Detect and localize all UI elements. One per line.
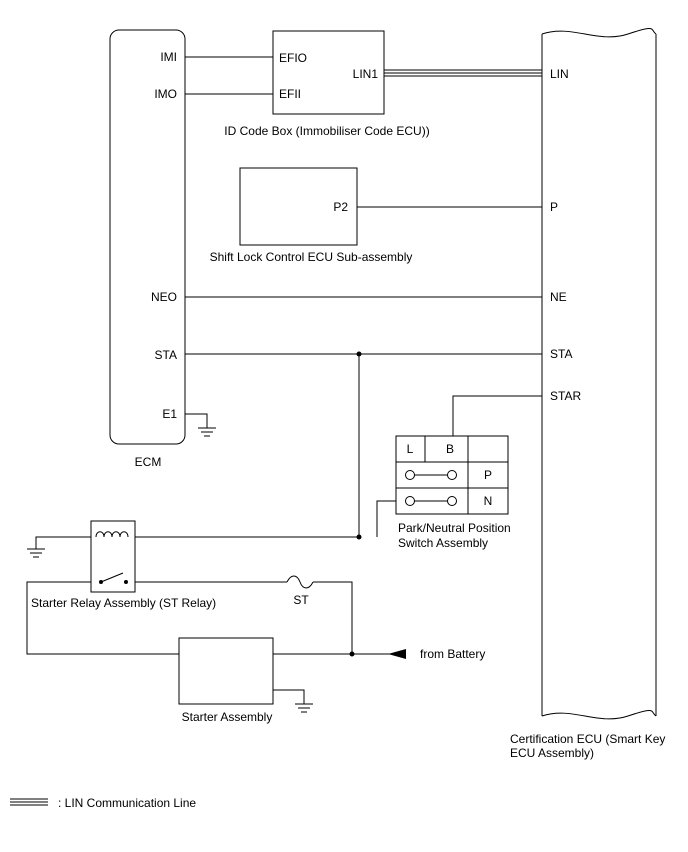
idbox-pin-efii: EFII	[279, 87, 301, 101]
shift-lock-label: Shift Lock Control ECU Sub-assembly	[210, 250, 413, 264]
ecm-pin-e1: E1	[162, 407, 177, 421]
cert-pin-lin: LIN	[550, 67, 569, 81]
starter-relay-box	[90, 520, 136, 593]
ecm-pin-imi: IMI	[160, 50, 177, 64]
pnp-switch-table	[395, 435, 509, 515]
wire-fuse-to-battery	[313, 581, 353, 654]
relay-contact-icon	[99, 572, 128, 584]
pnp-row-n: N	[484, 494, 493, 508]
fuse-st-label: ST	[293, 593, 309, 607]
cert-pin-sta: STA	[550, 347, 572, 361]
starter-relay-label: Starter Relay Assembly (ST Relay)	[31, 596, 216, 610]
idbox-pin-efio: EFIO	[279, 51, 307, 65]
wire-lin	[384, 69, 542, 77]
wire-pnp-to-coil	[376, 500, 396, 537]
starter-box	[178, 637, 274, 705]
cert-pin-p: P	[550, 200, 558, 214]
cert-ecu-body	[541, 28, 657, 720]
battery-arrow-icon	[388, 649, 406, 659]
pnp-contact-p	[405, 470, 457, 480]
wire-starter-ground	[273, 689, 305, 704]
ecm-ground-icon	[185, 413, 216, 437]
pnp-contact-n	[405, 496, 457, 506]
wire-relay-to-starter	[26, 581, 179, 655]
cert-pin-ne: NE	[550, 290, 567, 304]
pnp-header-b: B	[446, 442, 454, 456]
svg-text:ECU Assembly): ECU Assembly)	[510, 746, 594, 760]
wire-star	[452, 395, 542, 436]
starter-label: Starter Assembly	[182, 710, 273, 724]
ecm-label: ECM	[135, 455, 162, 469]
svg-text:Certification ECU (Smart Key: Certification ECU (Smart Key	[510, 732, 665, 746]
wire-coil-ground	[35, 536, 91, 549]
junction-battery	[349, 651, 355, 657]
ecm-pin-sta: STA	[155, 348, 177, 362]
lin-legend-label: : LIN Communication Line	[58, 796, 196, 810]
relay-coil-icon	[95, 531, 129, 538]
relay-ground-icon	[27, 548, 45, 558]
cert-ecu-label: Certification ECU (Smart Key ECU Assembl…	[510, 732, 665, 760]
ecm-pin-imo: IMO	[154, 87, 177, 101]
pnp-header-l: L	[407, 442, 414, 456]
svg-text:Switch Assembly: Switch Assembly	[398, 536, 488, 550]
fuse-st-icon	[286, 575, 314, 589]
id-code-box-label: ID Code Box (Immobiliser Code ECU))	[224, 124, 429, 138]
lin-legend-icon	[10, 798, 48, 806]
idbox-pin-lin1: LIN1	[353, 67, 379, 81]
pnp-switch-label: Park/Neutral Position Switch Assembly	[398, 521, 511, 550]
battery-label: from Battery	[420, 647, 485, 661]
svg-text:Park/Neutral Position: Park/Neutral Position	[398, 521, 511, 535]
starter-ground-icon	[295, 703, 313, 713]
pnp-row-p: P	[484, 468, 492, 482]
ecm-box	[109, 29, 186, 445]
ecm-pin-neo: NEO	[151, 290, 177, 304]
cert-pin-star: STAR	[550, 389, 581, 403]
shift-lock-pin-p2: P2	[333, 200, 348, 214]
